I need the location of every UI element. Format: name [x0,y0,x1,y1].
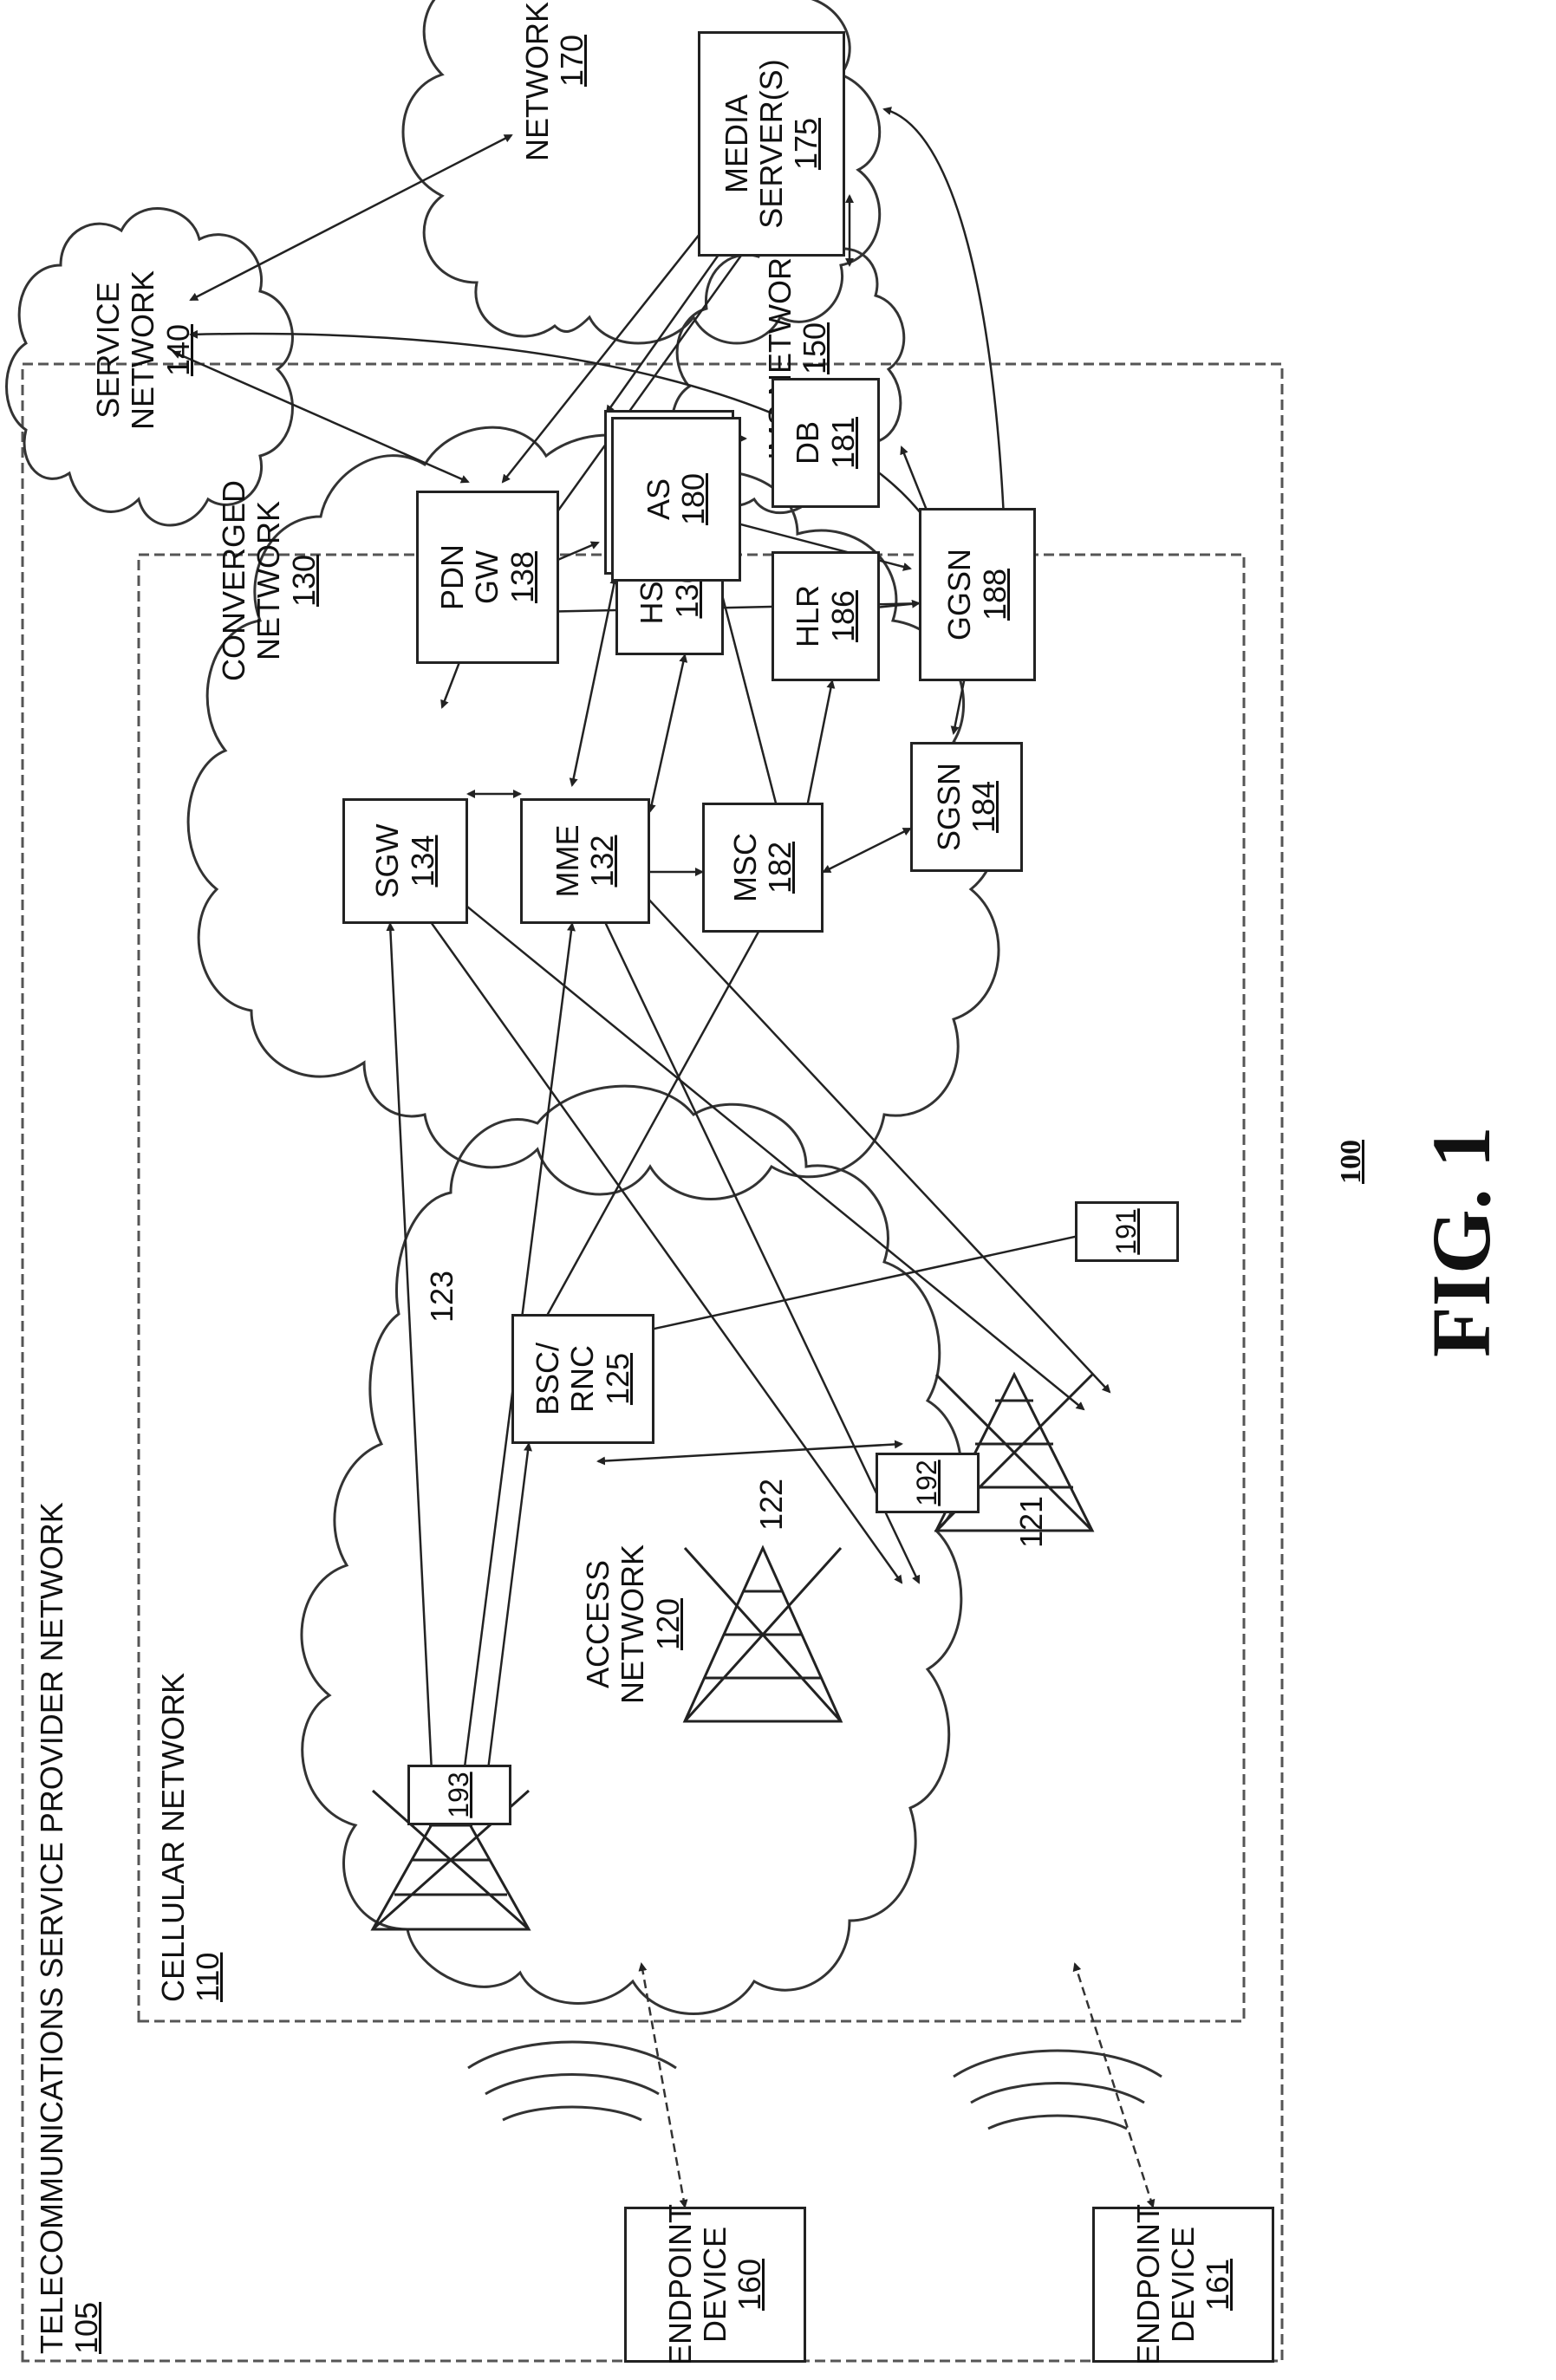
mme-box: MME 132 [520,798,650,924]
radio-waves-icon [503,2107,641,2120]
tower-192-label: 192 [876,1453,980,1513]
figure-title: FIG. 1 [1413,1126,1509,1357]
service-network-label: SERVICE NETWORK 140 [91,270,196,430]
bsc-rnc-box: BSC/ RNC 125 [511,1314,654,1444]
external-networks-label: NETWORK(S) 170 [520,0,590,161]
msc-box: MSC 182 [702,803,824,933]
radio-waves-icon [954,2051,1162,2077]
ggsn-box: GGSN 188 [919,508,1036,681]
link-191-mme [607,855,1110,1392]
pdn-gw-box: PDN GW 138 [416,491,559,664]
tower-193-label: 193 [407,1765,511,1825]
cell-121-label: 121 [1014,1496,1049,1548]
sgsn-box: SGSN 184 [910,742,1023,872]
endpoint-device-161-box: ENDPOINT DEVICE 161 [1092,2207,1274,2363]
link-193-bsc [485,1444,529,1791]
link-service-ext [191,135,511,300]
db-box: DB 181 [771,378,880,508]
link-193-sgw [390,924,433,1808]
link-mme-hss [650,655,685,811]
radio-waves-icon [988,2116,1127,2129]
link-msc-sgsn [824,829,910,872]
link-ep160-access [641,1964,685,2207]
figure-ref: 100 [1335,1140,1368,1184]
hlr-box: HLR 186 [771,551,880,681]
link-mme-as [572,577,615,785]
link-pdngw-service [173,352,468,482]
tower-192-icon [685,1548,841,1721]
endpoint-device-160-box: ENDPOINT DEVICE 160 [624,2207,806,2363]
sgw-box: SGW 134 [342,798,468,924]
as-box: AS 180 [611,417,741,582]
cell-122-label: 122 [754,1479,789,1531]
cellular-network-label: CELLULAR NETWORK 110 [156,1673,226,2002]
link-msc-hlr [806,681,832,811]
media-servers-box: MEDIA SERVER(S) 175 [698,31,845,257]
radio-waves-icon [485,2075,659,2095]
tower-191-label: 191 [1075,1201,1179,1262]
converged-network-label: CONVERGED NETWORK 130 [217,480,322,681]
telecom-network-label: TELECOMMUNICATIONS SERVICE PROVIDER NETW… [35,1502,105,2354]
radio-waves-icon [468,2042,676,2068]
link-192-sgw [407,889,902,1583]
cell-123-label: 123 [425,1271,459,1323]
access-network-label: ACCESS NETWORK 120 [581,1544,686,1704]
